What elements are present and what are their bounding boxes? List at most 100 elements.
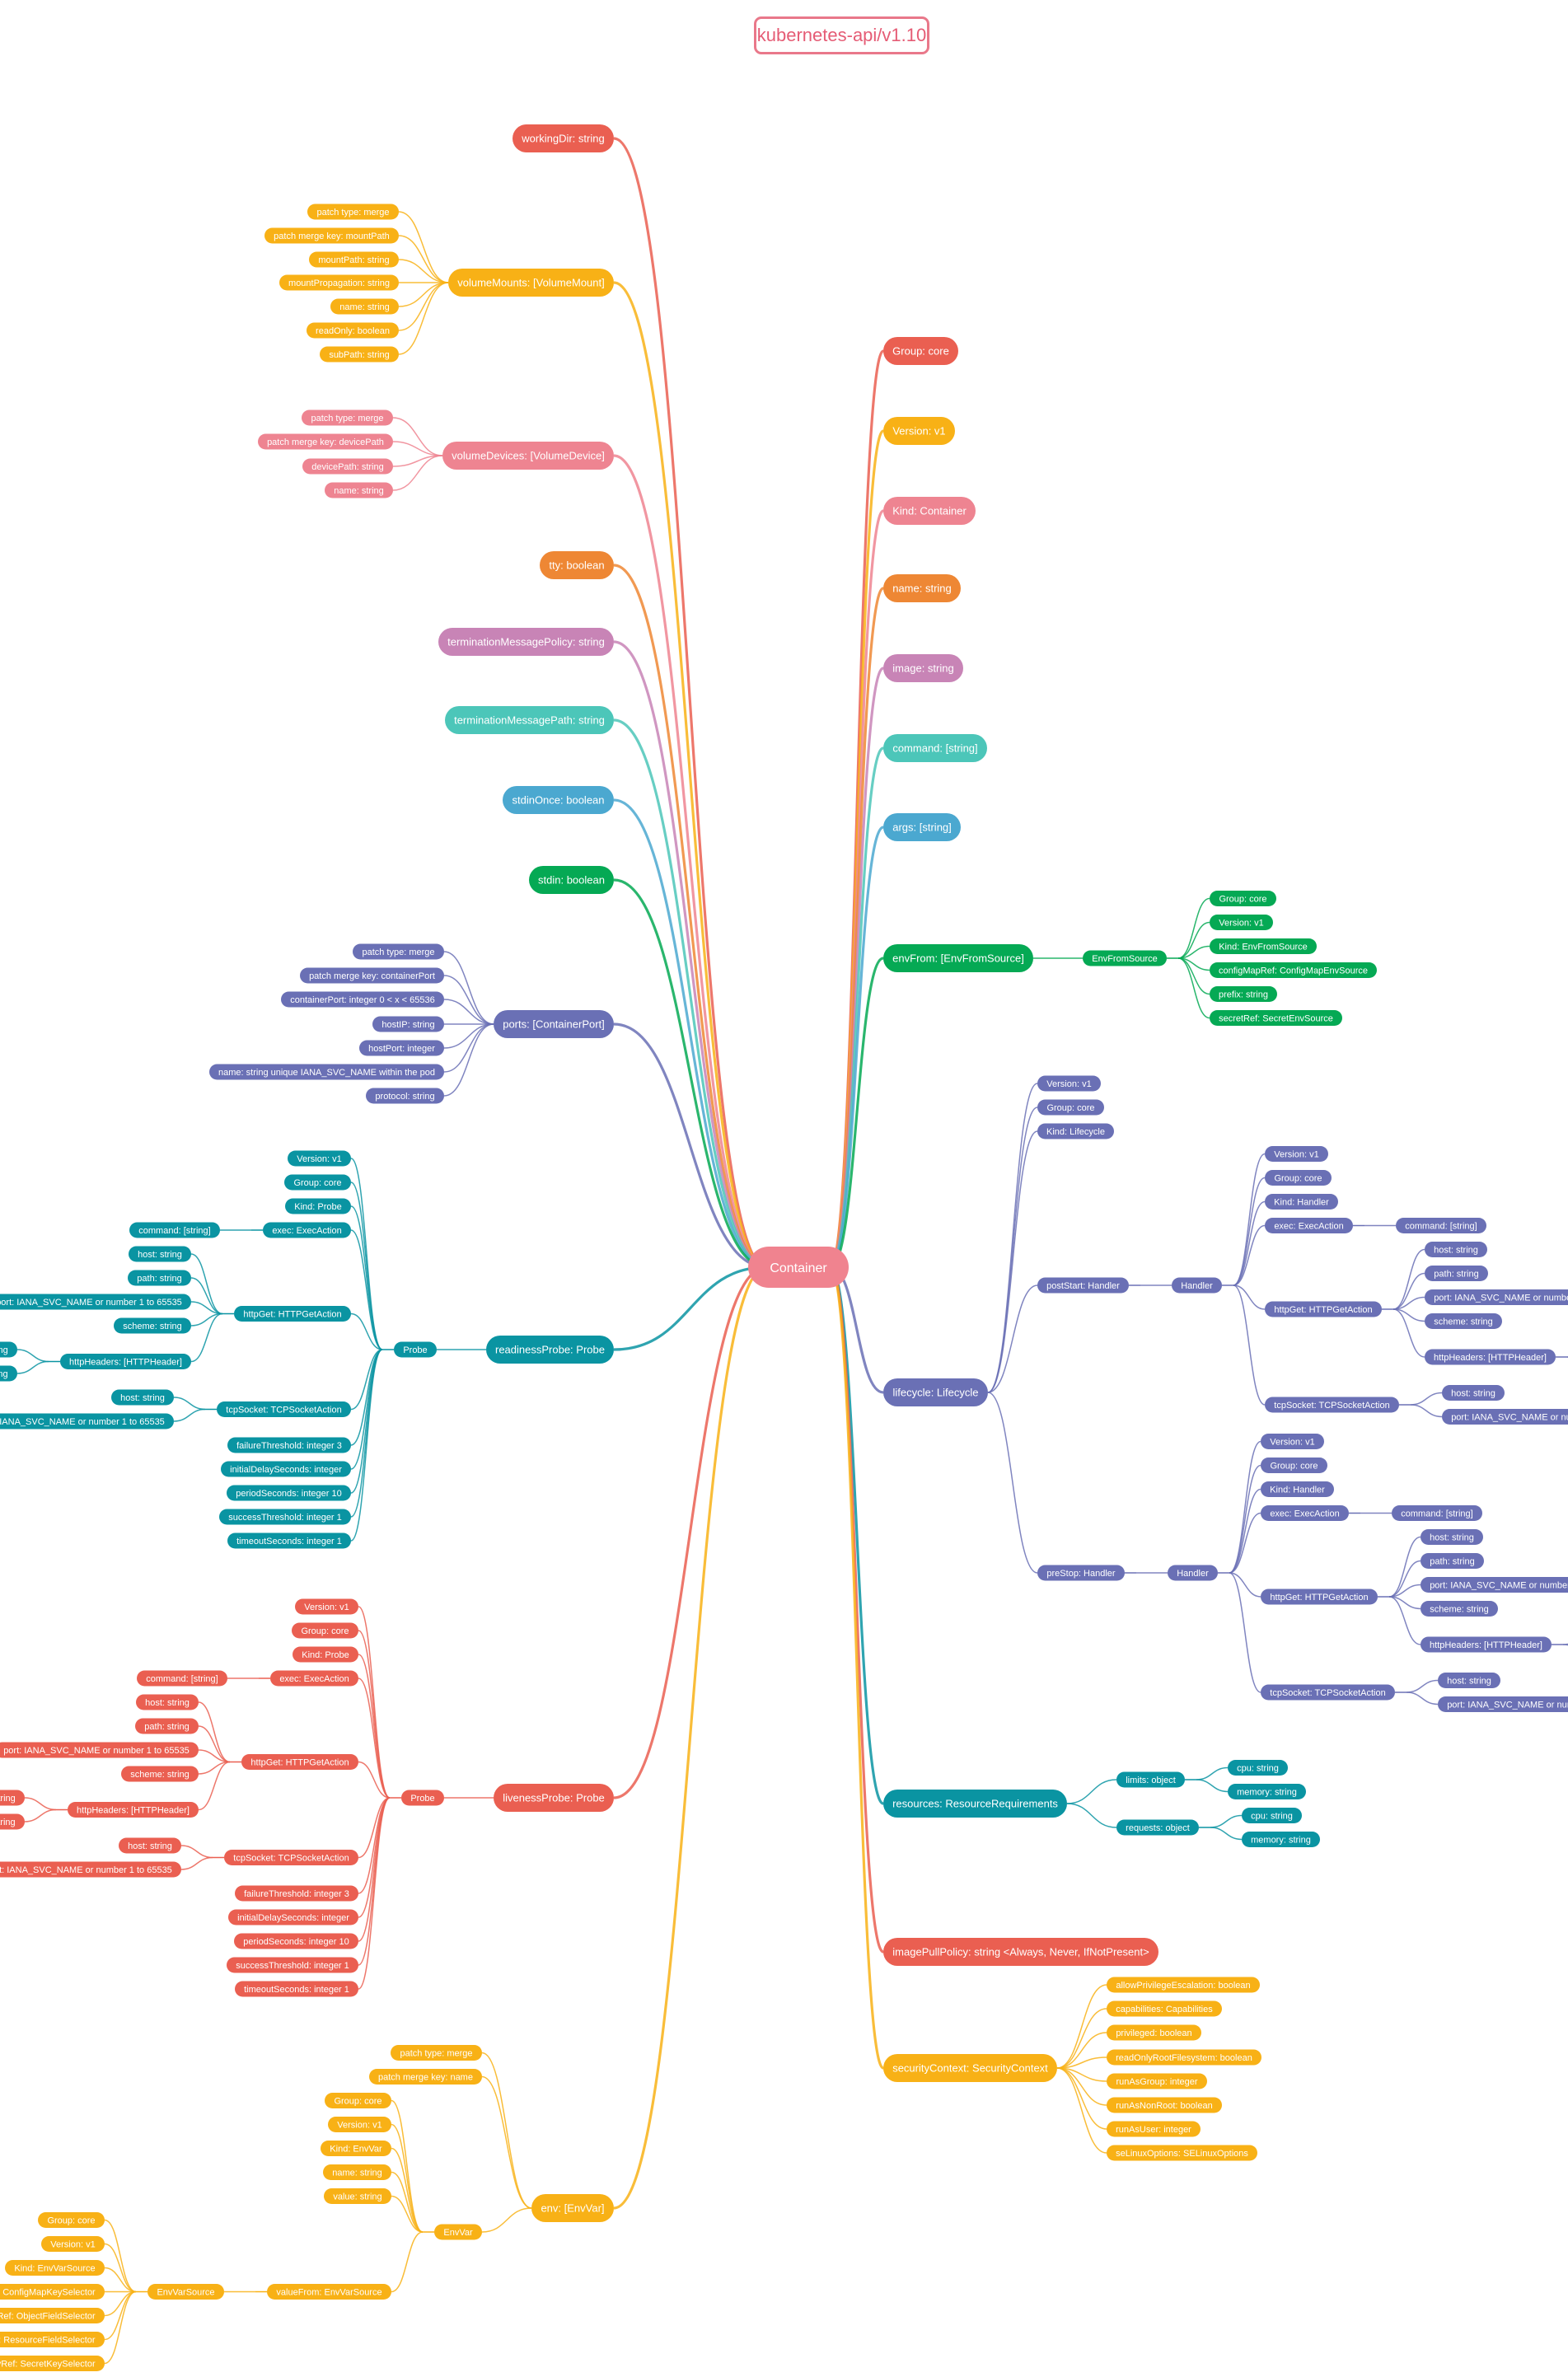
- leaf-path-string[interactable]: path: string: [135, 1718, 199, 1734]
- leaf-host-string[interactable]: host: string: [1425, 1242, 1487, 1257]
- leaf-scheme-string[interactable]: scheme: string: [121, 1766, 199, 1782]
- leaf-memory-string[interactable]: memory: string: [1242, 1832, 1320, 1847]
- leaf-patch-type-merge[interactable]: patch type: merge: [353, 943, 444, 960]
- node-envvar[interactable]: EnvVar: [434, 2224, 482, 2240]
- leaf-value-string[interactable]: value: string: [0, 1365, 17, 1382]
- leaf-kind-probe[interactable]: Kind: Probe: [293, 1646, 358, 1663]
- node-httpheaders-httpheader[interactable]: httpHeaders: [HTTPHeader]: [1425, 1349, 1556, 1365]
- branch-envfrom-envfromsource[interactable]: envFrom: [EnvFromSource]: [883, 944, 1033, 972]
- leaf-name-string[interactable]: name: string: [323, 2164, 391, 2180]
- leaf-periodseconds-integer-10[interactable]: periodSeconds: integer 10: [227, 1485, 351, 1501]
- branch-resources-resourcerequirements[interactable]: resources: ResourceRequirements: [883, 1790, 1067, 1818]
- leaf-memory-string[interactable]: memory: string: [1228, 1784, 1306, 1799]
- node-probe[interactable]: Probe: [394, 1341, 437, 1358]
- leaf-version-v1[interactable]: Version: v1: [41, 2236, 105, 2252]
- node-httpheaders-httpheader[interactable]: httpHeaders: [HTTPHeader]: [68, 1802, 199, 1818]
- leaf-fieldref-objectfieldselector[interactable]: fieldRef: ObjectFieldSelector: [0, 2308, 105, 2323]
- branch-stdinonce-boolean[interactable]: stdinOnce: boolean: [503, 786, 614, 814]
- node-tcpsocket-tcpsocketaction[interactable]: tcpSocket: TCPSocketAction: [217, 1401, 351, 1417]
- leaf-name-string[interactable]: name: string: [0, 1341, 17, 1358]
- leaf-secretref-secretenvsource[interactable]: secretRef: SecretEnvSource: [1210, 1010, 1342, 1026]
- leaf-periodseconds-integer-10[interactable]: periodSeconds: integer 10: [234, 1933, 358, 1949]
- leaf-failurethreshold-integer-3[interactable]: failureThreshold: integer 3: [235, 1885, 358, 1902]
- leaf-initialdelayseconds-integer[interactable]: initialDelaySeconds: integer: [221, 1461, 351, 1477]
- leaf-kind-handler[interactable]: Kind: Handler: [1265, 1194, 1338, 1210]
- leaf-version-v1[interactable]: Version: v1: [1261, 1434, 1324, 1449]
- node-tcpsocket-tcpsocketaction[interactable]: tcpSocket: TCPSocketAction: [1261, 1684, 1395, 1701]
- branch-lifecycle-lifecycle[interactable]: lifecycle: Lifecycle: [883, 1378, 988, 1406]
- node-httpheaders-httpheader[interactable]: httpHeaders: [HTTPHeader]: [1421, 1636, 1552, 1653]
- leaf-patch-merge-key-name[interactable]: patch merge key: name: [369, 2069, 482, 2085]
- branch-stdin-boolean[interactable]: stdin: boolean: [529, 866, 614, 894]
- leaf-selinuxoptions-selinuxoptions[interactable]: seLinuxOptions: SELinuxOptions: [1107, 2145, 1257, 2161]
- branch-version-v1[interactable]: Version: v1: [883, 417, 955, 445]
- leaf-group-core[interactable]: Group: core: [1210, 891, 1276, 906]
- leaf-command-string[interactable]: command: [string]: [129, 1222, 220, 1238]
- leaf-group-core[interactable]: Group: core: [1261, 1458, 1327, 1473]
- leaf-resourcefieldref-resourcefieldselector[interactable]: resourceFieldRef: ResourceFieldSelector: [0, 2332, 105, 2347]
- leaf-patch-merge-key-devicepath[interactable]: patch merge key: devicePath: [258, 433, 393, 450]
- node-valuefrom-envvarsource[interactable]: valueFrom: EnvVarSource: [267, 2284, 391, 2300]
- leaf-subpath-string[interactable]: subPath: string: [320, 346, 399, 363]
- leaf-patch-type-merge[interactable]: patch type: merge: [307, 204, 399, 220]
- node-exec-execaction[interactable]: exec: ExecAction: [1261, 1505, 1349, 1521]
- node-probe[interactable]: Probe: [401, 1790, 444, 1806]
- node-tcpsocket-tcpsocketaction[interactable]: tcpSocket: TCPSocketAction: [224, 1850, 358, 1865]
- leaf-name-string[interactable]: name: string: [330, 298, 399, 315]
- leaf-path-string[interactable]: path: string: [1421, 1553, 1484, 1569]
- node-handler[interactable]: Handler: [1168, 1565, 1218, 1581]
- node-poststart-handler[interactable]: postStart: Handler: [1037, 1277, 1129, 1294]
- branch-name-string[interactable]: name: string: [883, 574, 961, 602]
- leaf-port-iana-svc-name-or-number-1-to-65535[interactable]: port: IANA_SVC_NAME or number 1 to 65535: [0, 1413, 174, 1429]
- leaf-timeoutseconds-integer-1[interactable]: timeoutSeconds: integer 1: [235, 1981, 358, 1997]
- leaf-host-string[interactable]: host: string: [1442, 1385, 1505, 1401]
- node-requests-object[interactable]: requests: object: [1116, 1819, 1199, 1836]
- leaf-kind-probe[interactable]: Kind: Probe: [285, 1198, 351, 1214]
- leaf-port-iana-svc-name-or-number-1-to-65535[interactable]: port: IANA_SVC_NAME or number 1 to 65535: [1438, 1696, 1568, 1712]
- leaf-host-string[interactable]: host: string: [111, 1389, 174, 1406]
- node-exec-execaction[interactable]: exec: ExecAction: [263, 1222, 351, 1238]
- node-envvarsource[interactable]: EnvVarSource: [147, 2284, 224, 2300]
- leaf-successthreshold-integer-1[interactable]: successThreshold: integer 1: [227, 1957, 358, 1973]
- leaf-containerport-integer-0-x-65536[interactable]: containerPort: integer 0 < x < 65536: [281, 991, 444, 1008]
- leaf-devicepath-string[interactable]: devicePath: string: [302, 458, 393, 475]
- branch-tty-boolean[interactable]: tty: boolean: [540, 551, 614, 579]
- leaf-version-v1[interactable]: Version: v1: [1037, 1075, 1101, 1092]
- leaf-privileged-boolean[interactable]: privileged: boolean: [1107, 2024, 1201, 2041]
- leaf-protocol-string[interactable]: protocol: string: [366, 1088, 444, 1104]
- branch-image-string[interactable]: image: string: [883, 654, 963, 682]
- leaf-version-v1[interactable]: Version: v1: [288, 1150, 351, 1167]
- leaf-configmapkeyref-configmapkeyselector[interactable]: configMapKeyRef: ConfigMapKeySelector: [0, 2284, 105, 2300]
- branch-env-envvar[interactable]: env: [EnvVar]: [531, 2194, 614, 2222]
- leaf-allowprivilegeescalation-boolean[interactable]: allowPrivilegeEscalation: boolean: [1107, 1977, 1260, 1993]
- branch-ports-containerport[interactable]: ports: [ContainerPort]: [494, 1010, 614, 1038]
- leaf-cpu-string[interactable]: cpu: string: [1228, 1760, 1288, 1776]
- leaf-scheme-string[interactable]: scheme: string: [1421, 1601, 1498, 1617]
- leaf-mountpath-string[interactable]: mountPath: string: [309, 251, 399, 268]
- branch-kind-container[interactable]: Kind: Container: [883, 497, 976, 525]
- leaf-runasnonroot-boolean[interactable]: runAsNonRoot: boolean: [1107, 2097, 1222, 2113]
- leaf-hostport-integer[interactable]: hostPort: integer: [359, 1040, 444, 1056]
- branch-group-core[interactable]: Group: core: [883, 337, 958, 365]
- node-limits-object[interactable]: limits: object: [1116, 1771, 1185, 1788]
- node-envfromsource[interactable]: EnvFromSource: [1083, 950, 1167, 966]
- branch-securitycontext-securitycontext[interactable]: securityContext: SecurityContext: [883, 2054, 1057, 2082]
- branch-terminationmessagepolicy-string[interactable]: terminationMessagePolicy: string: [438, 628, 614, 656]
- leaf-version-v1[interactable]: Version: v1: [295, 1598, 358, 1615]
- leaf-secretkeyref-secretkeyselector[interactable]: secretKeyRef: SecretKeySelector: [0, 2356, 105, 2371]
- leaf-runasgroup-integer[interactable]: runAsGroup: integer: [1107, 2073, 1207, 2089]
- leaf-group-core[interactable]: Group: core: [38, 2212, 105, 2228]
- leaf-timeoutseconds-integer-1[interactable]: timeoutSeconds: integer 1: [227, 1532, 351, 1549]
- leaf-group-core[interactable]: Group: core: [1265, 1170, 1332, 1186]
- leaf-version-v1[interactable]: Version: v1: [1210, 915, 1273, 930]
- leaf-patch-merge-key-mountpath[interactable]: patch merge key: mountPath: [264, 227, 399, 244]
- node-handler[interactable]: Handler: [1172, 1277, 1222, 1294]
- leaf-host-string[interactable]: host: string: [1438, 1673, 1500, 1688]
- leaf-path-string[interactable]: path: string: [1425, 1266, 1488, 1281]
- leaf-name-string[interactable]: name: string: [0, 1790, 25, 1806]
- leaf-runasuser-integer[interactable]: runAsUser: integer: [1107, 2121, 1201, 2137]
- leaf-readonlyrootfilesystem-boolean[interactable]: readOnlyRootFilesystem: boolean: [1107, 2049, 1261, 2066]
- node-tcpsocket-tcpsocketaction[interactable]: tcpSocket: TCPSocketAction: [1265, 1397, 1399, 1413]
- leaf-capabilities-capabilities[interactable]: capabilities: Capabilities: [1107, 2000, 1222, 2017]
- branch-imagepullpolicy-string-always-never-ifno[interactable]: imagePullPolicy: string <Always, Never, …: [883, 1938, 1158, 1966]
